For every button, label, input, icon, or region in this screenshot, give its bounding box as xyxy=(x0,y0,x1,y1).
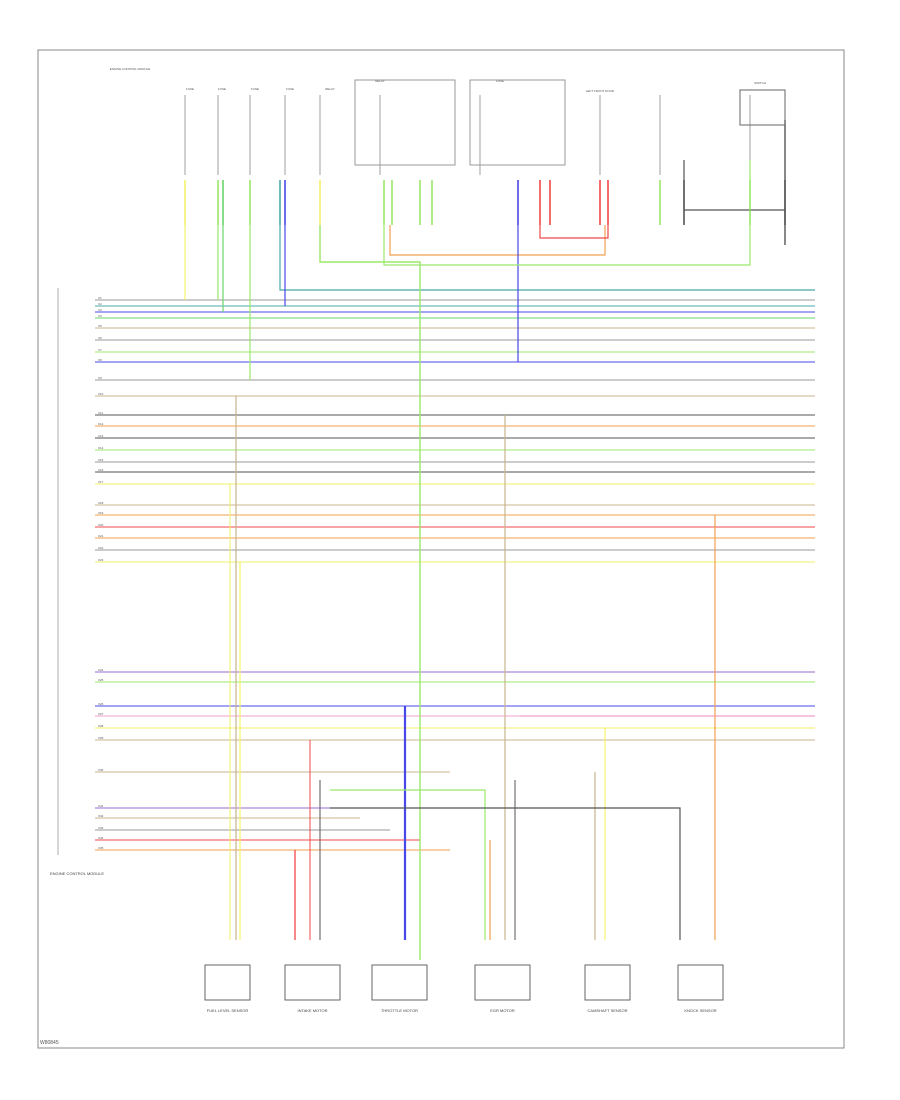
component-box-c4 xyxy=(474,964,531,1001)
top-module-label: RELAY xyxy=(325,87,335,91)
pin-label: X33 xyxy=(98,826,104,830)
component-label: KNOCK SENSOR xyxy=(684,1008,716,1013)
component-label: EGR MOTOR xyxy=(490,1008,515,1013)
pin-label: X34 xyxy=(98,836,104,840)
relay-box-1 xyxy=(354,79,456,166)
left-module-label: ENGINE CONTROL MODULE xyxy=(50,871,104,876)
pin-label: X16 xyxy=(98,468,104,472)
top-module-label: FUSE xyxy=(251,87,259,91)
drop-wire xyxy=(683,160,785,211)
down-wire xyxy=(330,789,486,940)
pin-label: X24 xyxy=(98,668,104,672)
component-label: THROTTLE MOTOR xyxy=(381,1008,418,1013)
component-label: CAMSHAFT SENSOR xyxy=(588,1008,628,1013)
pin-label: X28 xyxy=(98,724,104,728)
pin-label: X8 xyxy=(98,358,102,362)
component-label: INTAKE MOTOR xyxy=(297,1008,327,1013)
top-module-label: RELAY xyxy=(375,79,385,83)
pin-label: X29 xyxy=(98,736,104,740)
pin-label: X7 xyxy=(98,348,102,352)
switch-box xyxy=(739,89,786,126)
top-module-label: LEFT FRONT DOOR xyxy=(586,89,615,93)
pin-label: X13 xyxy=(98,434,104,438)
top-module-label: FUSE xyxy=(186,87,194,91)
pin-label: X19 xyxy=(98,511,104,515)
component-box-c6 xyxy=(677,964,724,1001)
component-label: FUEL LEVEL SENSOR xyxy=(207,1008,249,1013)
main-green-trunk xyxy=(319,225,421,960)
diagram-frame xyxy=(37,49,845,1049)
component-box-c3 xyxy=(371,964,428,1001)
top-module-label: FUSE xyxy=(218,87,226,91)
top-module-label: ENGINE CONTROL MODULE xyxy=(110,67,151,71)
pin-label: X14 xyxy=(98,446,104,450)
pin-label: X2 xyxy=(98,302,102,306)
pin-label: X3 xyxy=(98,308,102,312)
pin-label: X30 xyxy=(98,768,104,772)
pin-label: X15 xyxy=(98,458,104,462)
pin-label: X4 xyxy=(98,314,102,318)
pin-label: X25 xyxy=(98,678,104,682)
component-box-c5 xyxy=(584,964,631,1001)
pin-label: X35 xyxy=(98,846,104,850)
drop-wire xyxy=(383,160,751,266)
pin-label: X17 xyxy=(98,480,104,484)
top-module-label: FUSE xyxy=(286,87,294,91)
wire-layer xyxy=(57,95,815,960)
down-wire xyxy=(330,807,681,940)
pin-label: X23 xyxy=(98,558,104,562)
relay-box-2 xyxy=(469,79,566,166)
pin-label: X18 xyxy=(98,501,104,505)
pin-label: X1 xyxy=(98,296,102,300)
loop-wire xyxy=(539,225,609,239)
pin-label: X20 xyxy=(98,523,104,527)
pin-label: X11 xyxy=(98,411,103,415)
component-box-c1 xyxy=(204,964,251,1001)
pin-label: X26 xyxy=(98,702,104,706)
top-module-label: FUSE xyxy=(496,79,504,83)
pin-label: X9 xyxy=(98,376,102,380)
pin-label: X21 xyxy=(98,534,104,538)
component-layer xyxy=(204,79,786,1001)
pin-label: X10 xyxy=(98,392,104,396)
footer-code: W80845 xyxy=(40,1040,59,1046)
component-box-c2 xyxy=(284,964,341,1001)
pin-label: X12 xyxy=(98,422,104,426)
pin-label: X31 xyxy=(98,804,104,808)
label-layer: ENGINE CONTROL MODULE FUSE FUSE FUSE FUSE REL… xyxy=(50,67,766,1013)
pin-label: X27 xyxy=(98,712,104,716)
drop-wire xyxy=(279,225,815,291)
pin-label: X32 xyxy=(98,814,104,818)
loop-wire xyxy=(389,225,606,256)
top-module-label: SWITCH xyxy=(754,81,766,85)
pin-label: X22 xyxy=(98,546,104,550)
pin-label: X6 xyxy=(98,336,102,340)
pin-label: X5 xyxy=(98,324,102,328)
